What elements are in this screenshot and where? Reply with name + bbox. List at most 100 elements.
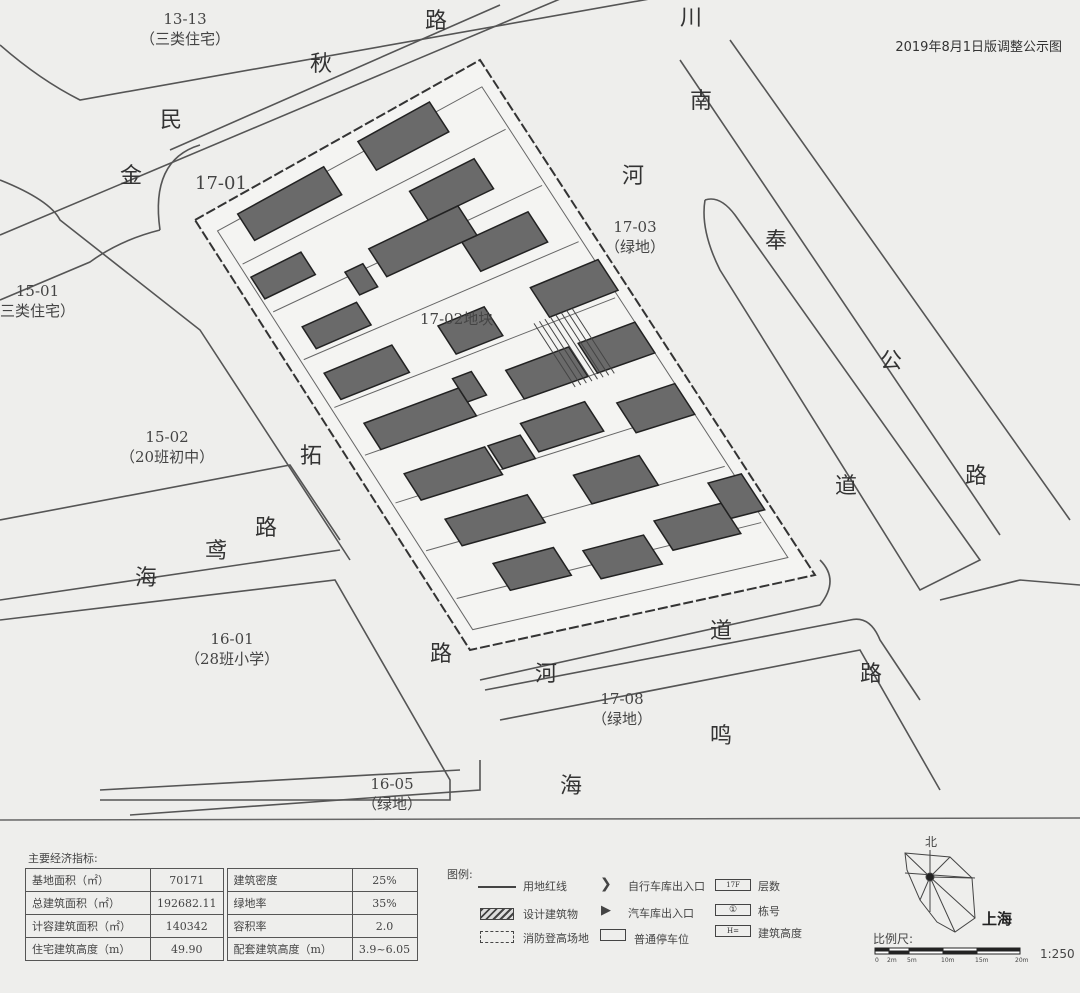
- scale-tick: 5m: [907, 957, 917, 964]
- scale-tick: 15m: [975, 957, 989, 964]
- building: [577, 321, 657, 375]
- indicator-value: 2.0: [351, 914, 418, 938]
- building: [572, 454, 660, 505]
- building: [652, 502, 743, 552]
- internal-path: [334, 297, 616, 408]
- indicator-value: 3.9~6.05: [351, 937, 418, 961]
- road-name-char: 鸣: [710, 724, 733, 749]
- bike-entrance-icon: ❯: [600, 876, 612, 892]
- building: [706, 472, 766, 520]
- road-name-char: 南: [690, 89, 713, 114]
- road-name-char: 道: [835, 474, 858, 499]
- building: [367, 204, 479, 278]
- legend-label: 汽车库出入口: [628, 907, 694, 920]
- road-name-char: 秋: [310, 52, 333, 77]
- block-code: 15-01: [15, 282, 60, 300]
- building-number-symbol: ①: [715, 904, 751, 916]
- fire-area-symbol: [480, 931, 514, 943]
- building: [362, 387, 478, 451]
- road-name-char: 奉: [765, 229, 788, 254]
- block-17-02-label: 17-02地块: [420, 310, 494, 328]
- parking-hatch: [571, 308, 615, 374]
- indicator-value: 25%: [351, 868, 418, 892]
- plan-title: 2019年8月1日版调整公示图: [895, 40, 1062, 55]
- indicators-heading: 主要经济指标:: [28, 852, 98, 865]
- road-name-char: 道: [710, 619, 733, 644]
- roads: [0, 0, 1080, 816]
- road-name-char: 河: [622, 164, 645, 189]
- block-17-08-label: 17-08（绿地）: [592, 690, 652, 729]
- building: [460, 210, 549, 273]
- legend-label: 层数: [758, 880, 780, 893]
- boundary-line-symbol: [478, 886, 516, 888]
- indicator-name: 绿地率: [226, 891, 353, 915]
- building: [343, 262, 379, 296]
- building: [615, 382, 696, 434]
- north-label: 北: [925, 835, 938, 849]
- building: [443, 493, 547, 547]
- block-code: 16-01: [210, 630, 254, 648]
- parking-hatch: [555, 314, 598, 380]
- road-name-char: 金: [120, 164, 143, 189]
- block-17-01-label: 17-01: [195, 173, 247, 194]
- block-code: 13-13: [163, 10, 207, 28]
- building: [529, 258, 620, 319]
- parking-hatch: [544, 318, 587, 384]
- divider: [0, 817, 1080, 821]
- legend-label: 自行车库出入口: [628, 880, 705, 893]
- block-type: （28班小学）: [185, 649, 280, 668]
- building: [236, 165, 343, 242]
- road-name-char: 鸢: [205, 539, 228, 564]
- scale-bar: [874, 947, 1021, 955]
- indicator-value: 192682.11: [150, 891, 224, 915]
- car-entrance-icon: ▶: [601, 903, 611, 918]
- legend-heading: 图例:: [447, 868, 473, 881]
- building: [249, 251, 317, 300]
- road-name-char: 拓: [300, 444, 323, 469]
- height-symbol: H=: [715, 925, 751, 937]
- indicator-name: 建筑密度: [226, 868, 353, 892]
- road-name-char: 海: [135, 566, 158, 591]
- indicator-name: 总建筑面积（㎡）: [25, 891, 151, 915]
- block-type: （20班初中）: [120, 447, 215, 466]
- building: [581, 534, 664, 580]
- road-name-char: 路: [860, 662, 883, 687]
- legend-label: 普通停车位: [634, 933, 689, 946]
- road-edge: [0, 229, 161, 301]
- block-16-01-label: 16-01（28班小学）: [185, 630, 279, 669]
- legend-label: 设计建筑物: [523, 908, 578, 921]
- internal-path: [242, 128, 506, 265]
- block-code: 17-08: [600, 690, 644, 708]
- road-edge: [0, 0, 649, 101]
- indicator-name: 配套建筑高度（m）: [226, 937, 353, 961]
- indicator-name: 住宅建筑高度（m）: [25, 937, 151, 961]
- scale-label: 比例尺:: [873, 932, 914, 946]
- legend-label: 栋号: [758, 905, 780, 918]
- floors-symbol: 17F: [715, 879, 751, 891]
- building: [504, 345, 590, 400]
- building: [323, 344, 411, 401]
- building: [436, 305, 504, 355]
- road-name-char: 海: [560, 774, 583, 799]
- scale-tick: 10m: [941, 957, 955, 964]
- building: [403, 446, 504, 502]
- internal-path: [303, 241, 579, 361]
- parking-symbol: [600, 929, 626, 941]
- block-code: 16-05: [370, 775, 414, 793]
- legend-label: 建筑高度: [758, 927, 802, 940]
- indicator-name: 计容建筑面积（㎡）: [25, 914, 151, 938]
- scale-tick: 0: [875, 957, 879, 964]
- block-type: 三类住宅）: [0, 301, 76, 320]
- block-13-13-label: 13-13（三类住宅）: [140, 10, 230, 49]
- block-16-05-label: 16-05（绿地）: [362, 775, 422, 814]
- legend-label: 消防登高场地: [523, 932, 589, 945]
- block-type: （绿地）: [605, 237, 666, 256]
- block-type: （绿地）: [592, 709, 653, 728]
